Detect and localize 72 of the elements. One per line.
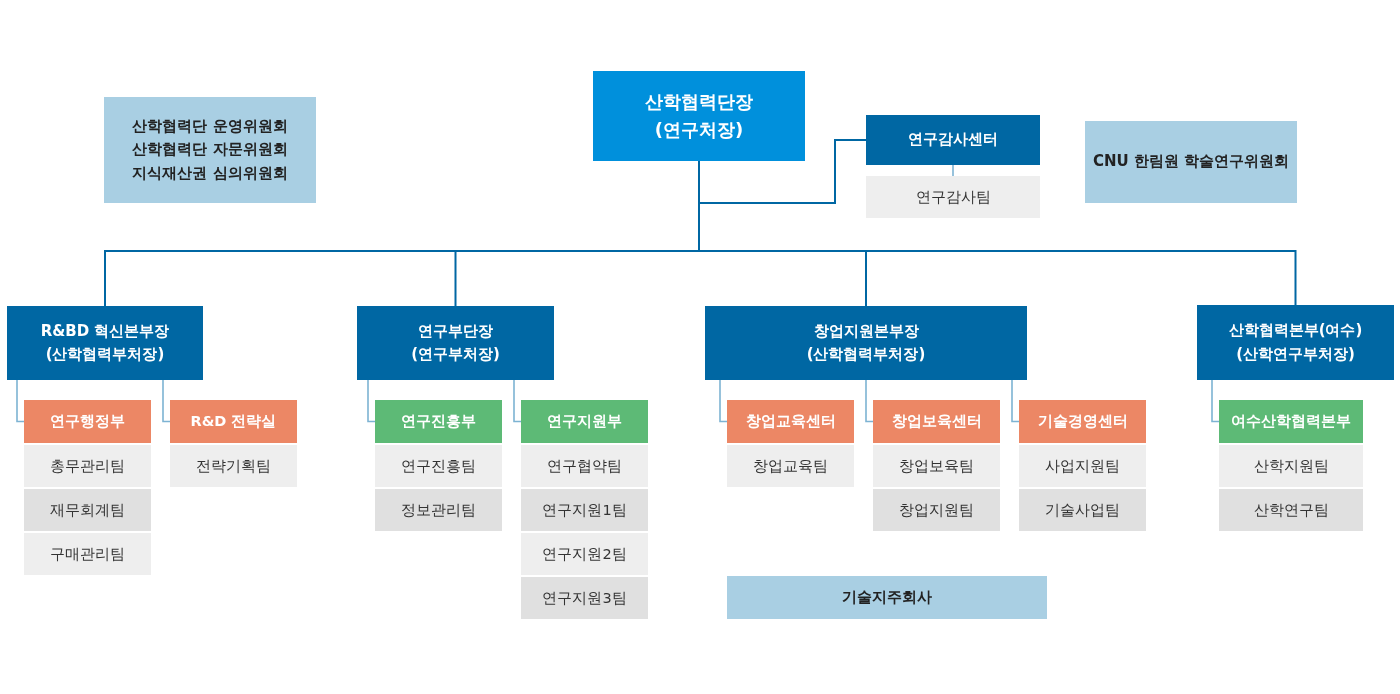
division-box	[1197, 305, 1394, 380]
committee-box	[104, 97, 316, 203]
connector-line	[719, 379, 728, 423]
box-label: 산학협력단장 (연구처장)	[645, 90, 753, 142]
team-box	[24, 489, 151, 531]
team-box	[873, 489, 1000, 531]
box-label: 연구지원1팀	[542, 500, 627, 520]
department-header	[1219, 400, 1363, 443]
box-label: 전략기획팀	[196, 456, 271, 476]
division-box	[866, 115, 1040, 165]
box-label: 창업교육센터	[745, 412, 836, 432]
box-label: 창업교육팀	[753, 456, 828, 476]
team-box	[1219, 489, 1363, 531]
box-label: 창업지원팀	[899, 500, 974, 520]
committee-box	[1085, 121, 1297, 203]
box-label: 산학연구팀	[1253, 500, 1329, 520]
box-label: 여수산학협력본부	[1231, 412, 1351, 432]
division-box	[7, 306, 203, 380]
box-label: 연구부단장 (연구부처장)	[411, 320, 500, 365]
connector-line	[1011, 379, 1020, 423]
box-label: 연구행정부	[50, 412, 125, 432]
team-box	[866, 176, 1040, 218]
connector-line	[367, 379, 376, 423]
connector-line	[698, 139, 867, 204]
box-label: 총무관리팀	[50, 456, 125, 476]
box-label: 사업지원팀	[1045, 456, 1120, 476]
box-label: 연구지원2팀	[542, 544, 627, 564]
box-label: 창업보육센터	[891, 412, 982, 432]
box-label: 정보관리팀	[401, 500, 476, 520]
box-label: 연구감사팀	[915, 187, 991, 207]
box-label: 연구협약팀	[547, 456, 622, 476]
department-header	[170, 400, 297, 443]
box-label: 구매관리팀	[50, 544, 125, 564]
box-label: 창업지원본부장 (산학협력부처장)	[806, 320, 926, 365]
box-label: 산학지원팀	[1253, 456, 1329, 476]
department-header	[375, 400, 502, 443]
box-label: 연구진흥팀	[401, 456, 476, 476]
connector-line	[865, 379, 874, 423]
committee-box	[727, 576, 1047, 619]
box-label: 산학협력단 운영위원회	[132, 116, 288, 138]
box-label: 기술사업팀	[1045, 500, 1120, 520]
box-label: 기술지주회사	[842, 586, 932, 608]
department-header	[873, 400, 1000, 443]
box-label: CNU 한림원 학술연구위원회	[1092, 151, 1290, 173]
box-label: 연구감사센터	[908, 129, 998, 151]
box-label: 산학협력본부(여수) (산학연구부처장)	[1228, 320, 1363, 365]
box-label: 창업보육팀	[899, 456, 974, 476]
department-header	[24, 400, 151, 443]
director-box	[593, 71, 805, 161]
box-label: 지식재산권 심의위원회	[132, 162, 288, 184]
division-box	[705, 306, 1027, 380]
box-label: 연구진흥부	[401, 412, 476, 432]
team-box	[1019, 489, 1146, 531]
box-label: R&D 전략실	[190, 412, 277, 432]
box-label: R&BD 혁신본부장 (산학협력부처장)	[40, 320, 170, 365]
connector-line	[16, 379, 25, 423]
team-box	[521, 489, 648, 531]
box-label: 연구지원3팀	[542, 588, 627, 608]
connector-line	[162, 379, 171, 423]
box-label: 재무회계팀	[50, 500, 125, 520]
team-box	[375, 489, 502, 531]
box-label: 연구지원부	[547, 412, 622, 432]
division-box	[357, 306, 554, 380]
connector-line	[1211, 379, 1220, 423]
box-label: 기술경영센터	[1037, 412, 1128, 432]
department-header	[521, 400, 648, 443]
department-header	[727, 400, 854, 443]
team-box	[521, 577, 648, 619]
connector-line	[513, 379, 522, 423]
department-header	[1019, 400, 1146, 443]
box-label: 산학협력단 자문위원회	[132, 139, 288, 161]
connector-line	[952, 164, 954, 177]
